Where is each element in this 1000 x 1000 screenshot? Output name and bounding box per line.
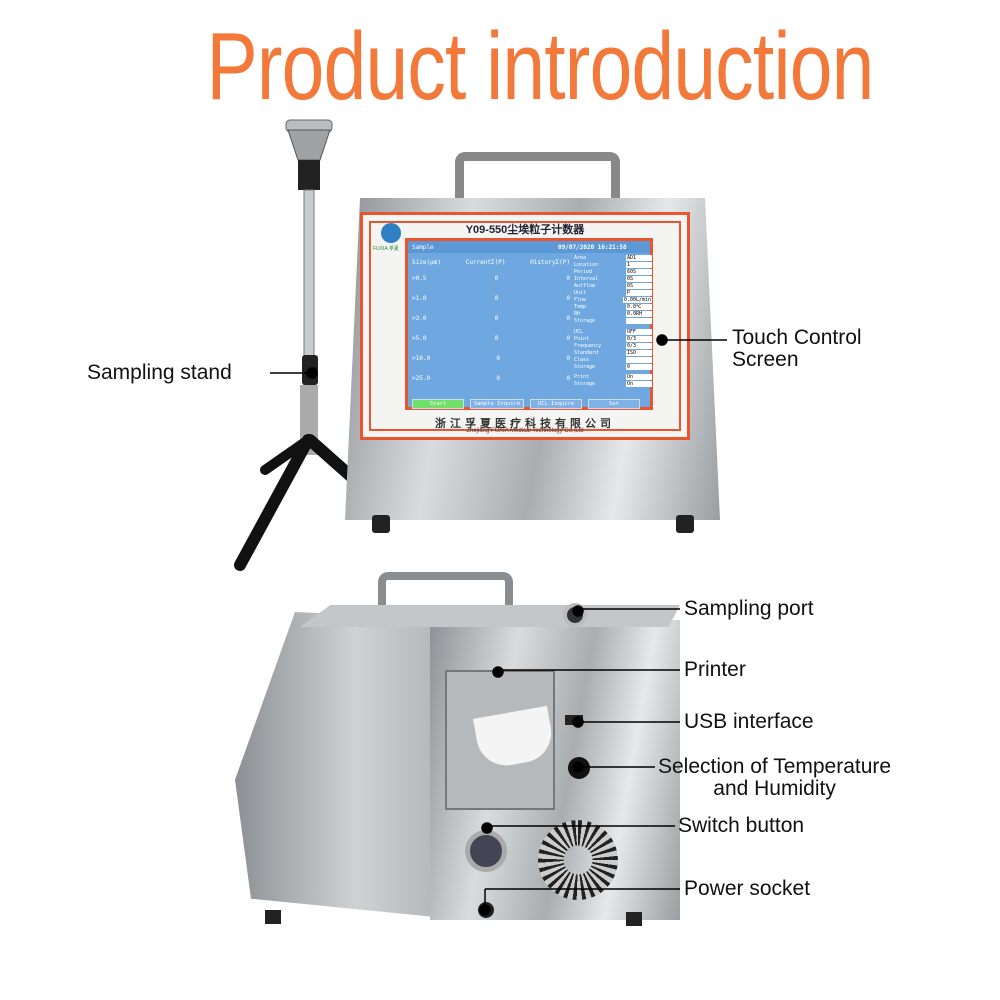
logo-icon [381, 223, 401, 243]
label-sampling-port: Sampling port [684, 597, 814, 620]
label-printer: Printer [684, 658, 746, 681]
page-title: Product introduction [206, 13, 874, 120]
screen-mode: Sample [412, 244, 434, 251]
start-button[interactable]: Start [412, 399, 464, 409]
foot [626, 912, 642, 926]
model-name: Y09-550尘埃粒子计数器 [465, 224, 585, 236]
screen-datetime: 09/07/2020 16:21:58 [558, 244, 627, 251]
label-switch: Switch button [678, 814, 805, 837]
param-row[interactable]: Class [574, 357, 652, 363]
handle [378, 572, 513, 632]
foot [676, 515, 694, 533]
company-en: Zhejiang FUXIA Medical Technology Co.,Lt… [466, 428, 584, 434]
set-button[interactable]: Set [588, 399, 640, 409]
foot [265, 910, 281, 924]
handle [455, 152, 620, 222]
label-usb: USB interface [684, 710, 814, 733]
touch-screen[interactable]: Sample 09/07/2020 16:21:58 Size(μm)Curre… [405, 238, 653, 410]
label-power: Power socket [684, 877, 811, 900]
logo-text: FUXIA 孚夏 [373, 246, 399, 252]
ucl-inquire-button[interactable]: UCL Inquire [530, 399, 582, 409]
table-header: Size(μm)CurrentΣ(P)HistoryΣ(P) [412, 259, 570, 266]
sample-inquire-button[interactable]: Sample Inquire [470, 399, 524, 409]
company-cn: 浙江孚夏医疗科技有限公司 [435, 418, 615, 430]
foot [372, 515, 390, 533]
fan-vent-icon [538, 820, 618, 900]
param-row[interactable]: Storage [574, 318, 652, 324]
label-sampling-stand: Sampling stand [87, 361, 232, 384]
